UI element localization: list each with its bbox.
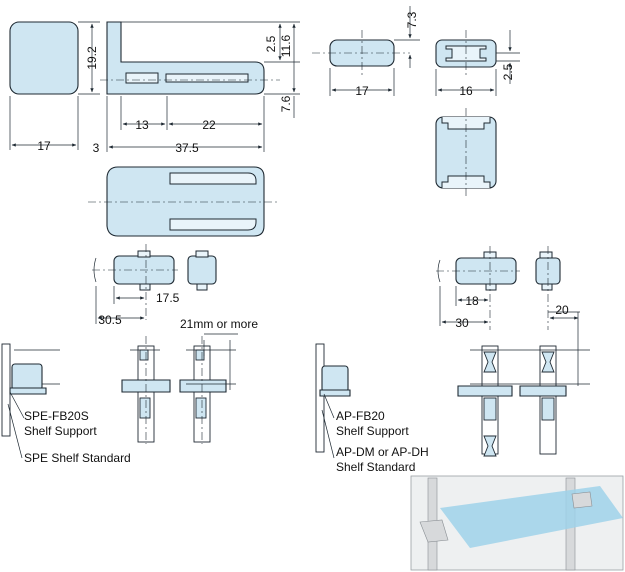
fb20s-clearance-label: 21mm or more — [180, 317, 258, 331]
side-slot-b — [165, 73, 249, 83]
front-view: 19.2 17 — [9, 21, 100, 153]
end-view-a: 7.3 17 — [312, 6, 420, 98]
fb20s-install-side: 21mm or more SPE-FB20S Shelf Support SPE… — [1, 317, 258, 465]
side-slot-a — [125, 72, 159, 84]
fb20-install-side: AP-FB20 Shelf Support AP-DM or AP-DH She… — [315, 343, 590, 474]
fb20-pitch-label: 20 — [555, 303, 569, 317]
end-a-top-label: 7.3 — [405, 11, 419, 28]
fb20s-depth-b-label: 30.5 — [98, 313, 122, 327]
seg-b-label: 22 — [202, 118, 216, 132]
product-photo — [410, 475, 624, 571]
end-a-width-label: 17 — [355, 84, 369, 98]
bottom-view — [435, 108, 497, 196]
end-b-width-label: 16 — [459, 84, 473, 98]
top-gap-label: 2.5 — [264, 35, 278, 52]
end-view-b: 2.5 16 — [435, 30, 520, 98]
fb20s-support-line2: Shelf Support — [24, 424, 97, 438]
overall-label: 37.5 — [175, 141, 199, 155]
plan-view — [88, 166, 280, 237]
fb20-support-line1: AP-FB20 — [336, 409, 385, 423]
side-height-label: 11.6 — [279, 34, 293, 57]
lower-label: 7.6 — [279, 95, 293, 112]
fb20-depth-a-label: 18 — [465, 294, 479, 308]
height-label: 19.2 — [85, 46, 99, 70]
fb20-support-line2: Shelf Support — [336, 424, 409, 438]
support-front-body — [9, 21, 79, 95]
width-label: 17 — [37, 139, 51, 153]
fb20-standard-line1: AP-DM or AP-DH — [336, 445, 429, 459]
seg-a-label: 13 — [135, 118, 149, 132]
fb20-standard-line2: Shelf Standard — [336, 460, 415, 474]
fb20s-depth-a-label: 17.5 — [156, 291, 180, 305]
fb20s-support-line1: SPE-FB20S — [24, 409, 89, 423]
end-b-step-label: 2.5 — [501, 63, 515, 80]
fb20s-install-top: 17.5 30.5 — [92, 244, 217, 327]
fb20s-standard-label: SPE Shelf Standard — [24, 451, 131, 465]
fb20-depth-b-label: 30 — [455, 316, 469, 330]
offset-label: 3 — [93, 141, 100, 155]
side-view: 2.5 11.6 7.6 13 22 3 37.5 — [93, 21, 300, 155]
fb20-install-top: 18 30 20 — [436, 246, 580, 386]
